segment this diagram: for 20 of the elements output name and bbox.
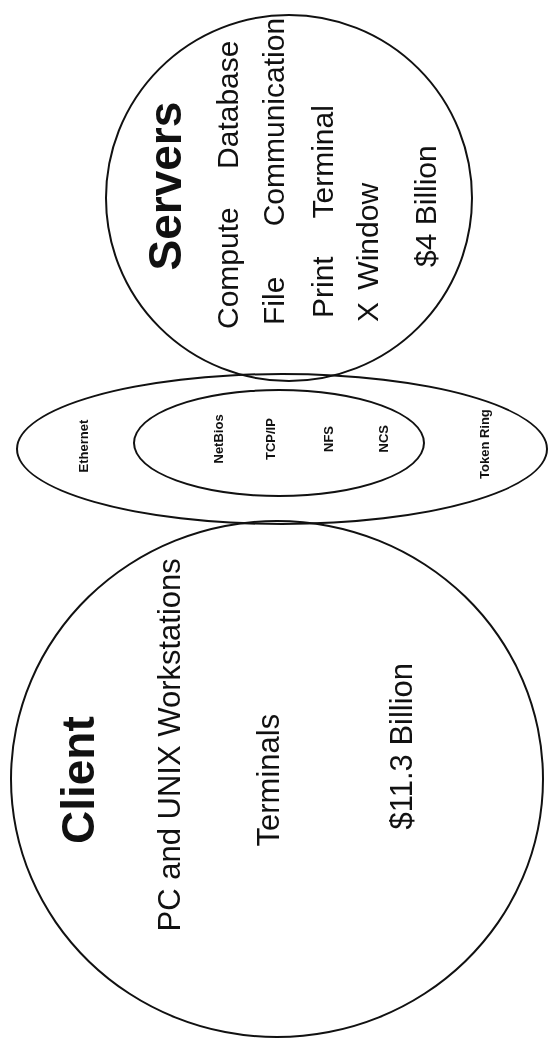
protocol-label: NCS	[377, 425, 390, 453]
client-heading: Client	[55, 716, 101, 844]
protocol-label: NetBios	[212, 414, 225, 464]
server-types-label: Compute Database	[213, 40, 243, 329]
market-value: $4 Billion	[411, 145, 441, 267]
network-ellipse	[16, 373, 548, 525]
server-heading: Servers	[142, 101, 188, 271]
server-types-label: X Window	[353, 182, 383, 322]
server-circle	[105, 14, 473, 382]
protocol-label: TCP/IP	[264, 418, 277, 460]
client-circle	[10, 520, 544, 1038]
network-label: Token Ring	[478, 409, 491, 479]
protocol-ellipse	[133, 389, 425, 497]
device-label: PC and UNIX Workstations	[154, 558, 185, 932]
device-label: Terminals	[253, 713, 284, 847]
protocol-label: NFS	[322, 426, 335, 452]
market-value: $11.3 Billion	[386, 662, 417, 830]
server-types-label: Print Terminal	[308, 105, 338, 318]
network-label: Ethernet	[77, 419, 90, 473]
server-types-label: File Communication	[259, 17, 289, 325]
